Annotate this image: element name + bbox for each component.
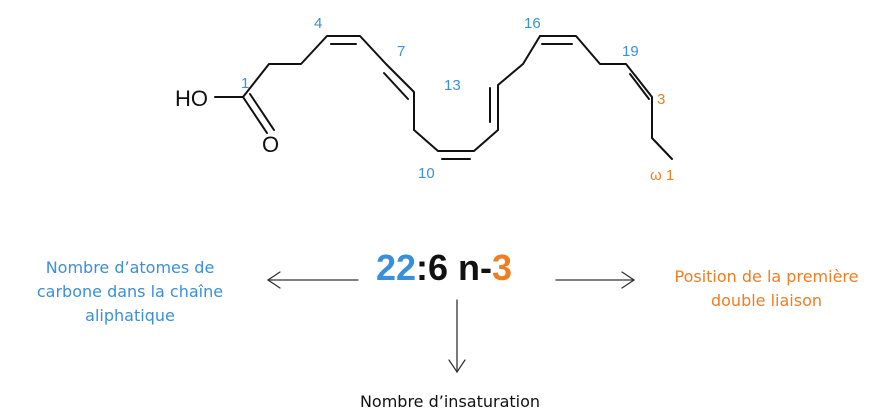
arrow-down-head [448,359,466,374]
carbon-count-line-2: carbone dans la chaîne [36,282,224,301]
double-bond-7 [383,72,409,100]
omega-number-1: ω 1 [650,167,674,184]
carbon-count-line-3: aliphatique [85,306,175,325]
hydroxyl-label: HO [175,86,208,111]
carbon-number-19: 19 [622,43,639,60]
oxygen-label: O [262,132,279,157]
carbon-count-description: Nombre d’atomes de carbone dans la chaîn… [0,256,260,328]
arrow-left-head [266,271,281,289]
unsaturation-description: Nombre d’insaturation [300,390,600,414]
carbonyl-bond-a [242,96,268,134]
omega-number-3: 3 [657,91,665,108]
chain-bonds [242,35,673,160]
carbon-number-1: 1 [241,75,249,92]
carbon-number-7: 7 [397,43,405,60]
carbonyl-bond-b [249,93,275,131]
carbon-number-4: 4 [314,15,322,32]
shorthand-formula: 22:6 n-3 [376,246,512,290]
formula-omega-position: 3 [492,247,513,288]
position-line-1: Position de la première [674,267,859,286]
carbon-chain [214,35,673,160]
carbon-number-16: 16 [524,15,541,32]
formula-unsaturation: :6 n- [416,247,493,288]
formula-carbon-count: 22 [376,247,417,288]
unsaturation-line: Nombre d’insaturation [359,392,541,411]
carbon-count-line-1: Nombre d’atomes de [45,258,215,277]
arrow-right-head [621,271,636,289]
carbon-number-13: 13 [444,77,461,94]
arrows [266,271,636,374]
carbon-number-10: 10 [418,165,435,182]
double-bond-19 [629,73,650,100]
double-bond-position-description: Position de la première double liaison [640,265,893,313]
position-line-2: double liaison [710,291,823,310]
